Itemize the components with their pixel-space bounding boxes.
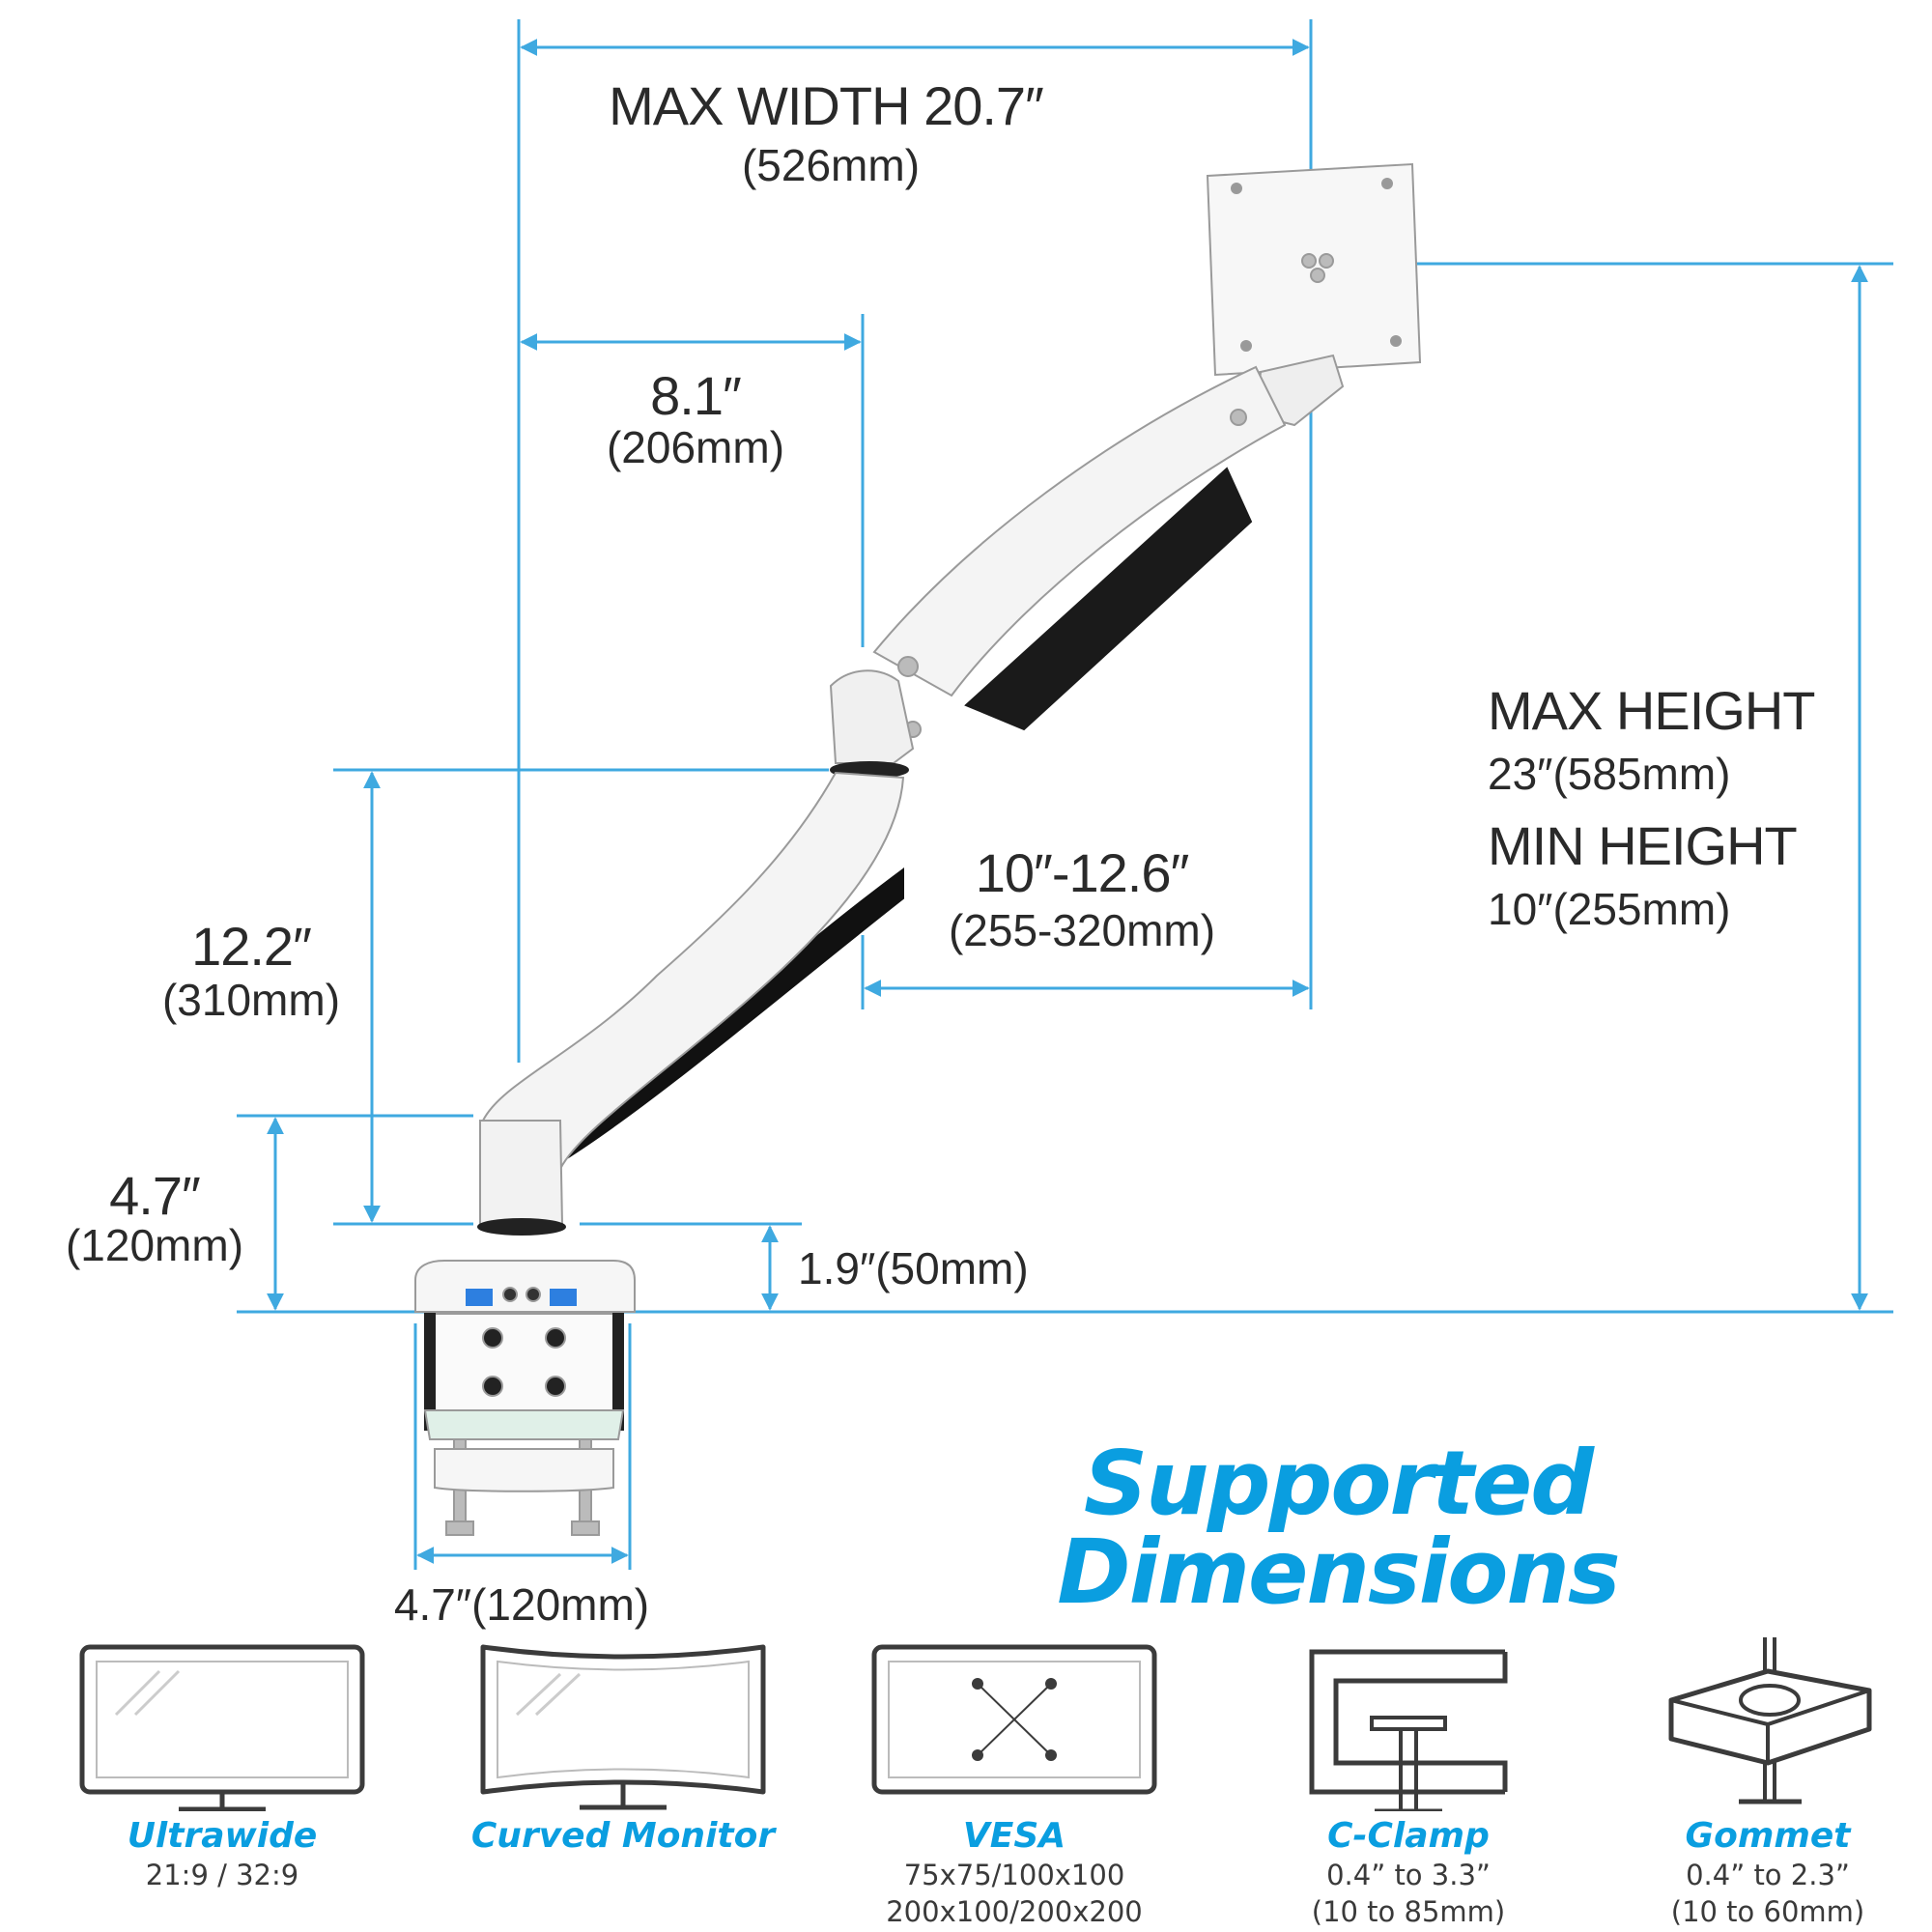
feature-spec: 200x100/200x200 xyxy=(886,1895,1143,1928)
grommet-base-icon xyxy=(1668,1637,1872,1804)
forearm-range-label: 10″-12.6″ xyxy=(975,842,1190,903)
feature-spec: 0.4” to 2.3” xyxy=(1686,1859,1850,1891)
feature-spec: 75x75/100x100 xyxy=(903,1859,1125,1891)
feature-name: Curved Monitor xyxy=(470,1816,776,1856)
max-width-label: MAX WIDTH 20.7″ xyxy=(609,75,1044,136)
feature-name: VESA xyxy=(962,1816,1066,1856)
min-height-title: MIN HEIGHT xyxy=(1488,815,1798,876)
section-title: Supported Dimensions xyxy=(1057,1432,1620,1624)
feature-spec: (10 to 85mm) xyxy=(1311,1895,1506,1928)
upper-reach-mm-label: (206mm) xyxy=(606,422,785,472)
feature-name: Gommet xyxy=(1685,1816,1851,1856)
feature-gommet: Gommet 0.4” to 2.3” (10 to 60mm) xyxy=(1613,1570,1922,1932)
ultrawide-monitor-icon xyxy=(79,1644,365,1811)
lower-arm-height-label: 12.2″ xyxy=(191,916,312,977)
pole-height-mm-label: (120mm) xyxy=(65,1220,244,1270)
feature-spec: (10 to 60mm) xyxy=(1670,1895,1865,1928)
lower-arm-height-mm-label: (310mm) xyxy=(161,975,341,1025)
c-clamp-icon xyxy=(1309,1649,1508,1811)
forearm-range-mm-label: (255-320mm) xyxy=(948,905,1216,955)
max-width-mm-label: (526mm) xyxy=(741,140,921,190)
feature-name: Ultrawide xyxy=(127,1816,318,1856)
feature-c-clamp: C-Clamp 0.4” to 3.3” (10 to 85mm) xyxy=(1254,1570,1563,1932)
feature-vesa: VESA 75x75/100x100 200x100/200x200 xyxy=(860,1570,1169,1932)
feature-curved-monitor: Curved Monitor xyxy=(469,1570,778,1932)
feature-spec: 21:9 / 32:9 xyxy=(145,1859,299,1891)
upper-reach-label: 8.1″ xyxy=(650,365,742,426)
curved-monitor-icon xyxy=(480,1644,766,1810)
pole-height-label: 4.7″ xyxy=(109,1165,201,1226)
max-height-title: MAX HEIGHT xyxy=(1488,680,1815,741)
feature-spec: 0.4” to 3.3” xyxy=(1326,1859,1491,1891)
max-height-value: 23″(585mm) xyxy=(1488,749,1731,799)
vesa-pattern-icon xyxy=(871,1644,1157,1795)
feature-ultrawide: Ultrawide 21:9 / 32:9 xyxy=(68,1570,377,1932)
min-height-value: 10″(255mm) xyxy=(1488,884,1731,934)
base-width-label: 4.7″(120mm) xyxy=(393,1579,650,1630)
feature-name: C-Clamp xyxy=(1327,1816,1490,1856)
base-height-label: 1.9″(50mm) xyxy=(798,1243,1029,1293)
